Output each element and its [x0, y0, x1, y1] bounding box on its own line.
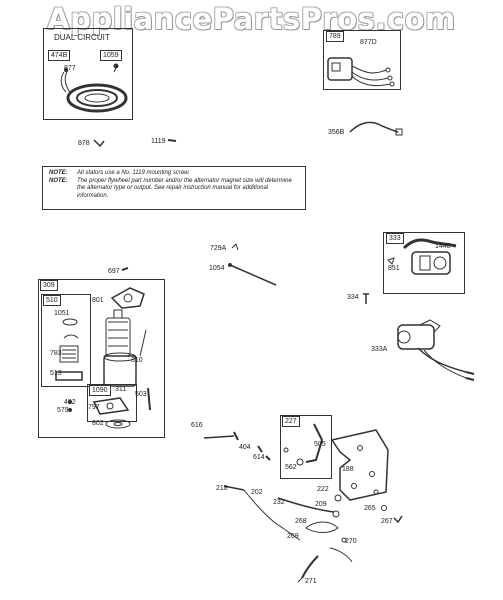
part-356B-wire: [350, 122, 398, 132]
part-label-614: 614: [253, 454, 265, 461]
part-356B-connector: [396, 129, 402, 135]
harness-789-illustration: [328, 58, 394, 86]
part-729A: [232, 244, 238, 250]
part-label-783: 783: [50, 350, 62, 357]
part-label-513: 513: [50, 370, 62, 377]
part-label-188: 188: [342, 466, 354, 473]
kit-box-1090: [87, 384, 137, 422]
kit-tag-789: 789: [326, 31, 344, 42]
kit-333-illustration: [388, 240, 456, 274]
part-label-270: 270: [345, 538, 357, 545]
part-label-1119: 1119: [151, 138, 166, 145]
part-label-877D: 877D: [360, 39, 377, 46]
part-label-482: 482: [64, 399, 76, 406]
part-label-616: 616: [191, 422, 203, 429]
part-label-218: 218: [216, 485, 228, 492]
part-label-1054: 1054: [209, 265, 225, 272]
part-label-697: 697: [108, 268, 120, 275]
part-label-503: 503: [135, 391, 147, 398]
kit-tag-333: 333: [386, 233, 404, 244]
kit-tag-1059: 1059: [100, 50, 122, 61]
part-334-bolt: [363, 294, 369, 304]
part-label-269: 269: [287, 533, 299, 540]
kit-box-333: [383, 232, 465, 294]
part-label-202: 202: [251, 489, 263, 496]
kit-box-789: [323, 30, 401, 90]
kit-dual-circuit-title: DUAL CIRCUIT: [54, 33, 110, 42]
kit-tag-227: 227: [282, 416, 300, 427]
part-label-356B: 356B: [328, 129, 345, 136]
part-label-801: 801: [92, 297, 104, 304]
part-label-729A: 729A: [210, 245, 227, 252]
note-2-text: The proper flywheel part number and/or t…: [77, 177, 292, 199]
stator-note-box: NOTE: All stators use a No. 1119 mounting…: [42, 166, 306, 210]
part-label-579: 579: [57, 407, 69, 414]
part-label-334: 334: [347, 294, 359, 301]
part-label-802: 802: [92, 420, 104, 427]
part-label-562: 562: [285, 464, 297, 471]
part-697-screw: [122, 268, 128, 270]
kit-tag-474B: 474B: [48, 50, 71, 61]
starter-309-illustration: [56, 288, 150, 428]
part-label-1448: 1448: [435, 243, 451, 250]
control-bracket-illustration: [204, 424, 402, 582]
part-label-232: 232: [273, 499, 285, 506]
part-label-209: 209: [315, 501, 327, 508]
part-label-797: 797: [88, 404, 100, 411]
note-1-key: NOTE:: [49, 170, 68, 176]
kit-tag-1090: 1090: [89, 385, 111, 396]
kit-box-dual-circuit: [43, 28, 133, 120]
part-label-222: 222: [317, 486, 329, 493]
part-878-clip: [94, 140, 104, 146]
part-label-333A: 333A: [371, 346, 388, 353]
part-label-877: 877: [64, 65, 76, 72]
part-1119-screw: [168, 140, 176, 141]
part-label-271: 271: [305, 578, 317, 585]
part-label-1051: 1051: [54, 310, 70, 317]
kit-box-227: [280, 415, 332, 479]
stator-illustration: [61, 64, 126, 111]
part-label-267: 267: [381, 518, 393, 525]
part-label-505: 505: [314, 441, 326, 448]
note-1-text: All stators use a No. 1119 mounting scre…: [77, 170, 190, 176]
part-1054-rod: [230, 265, 276, 285]
part-label-878: 878: [78, 140, 90, 147]
kit-tag-510: 510: [43, 295, 61, 306]
note-2-key: NOTE:: [49, 177, 68, 184]
part-label-265: 265: [364, 505, 376, 512]
kit-box-309: [38, 279, 165, 438]
kit-box-510: [41, 294, 91, 387]
part-label-268: 268: [295, 518, 307, 525]
part-label-404: 404: [239, 444, 251, 451]
part-label-851: 851: [388, 265, 400, 272]
part-333A-illustration: [398, 320, 474, 380]
part-label-311: 311: [115, 386, 127, 393]
kit-tag-309: 309: [40, 280, 58, 291]
part-label-310: 310: [131, 357, 143, 364]
